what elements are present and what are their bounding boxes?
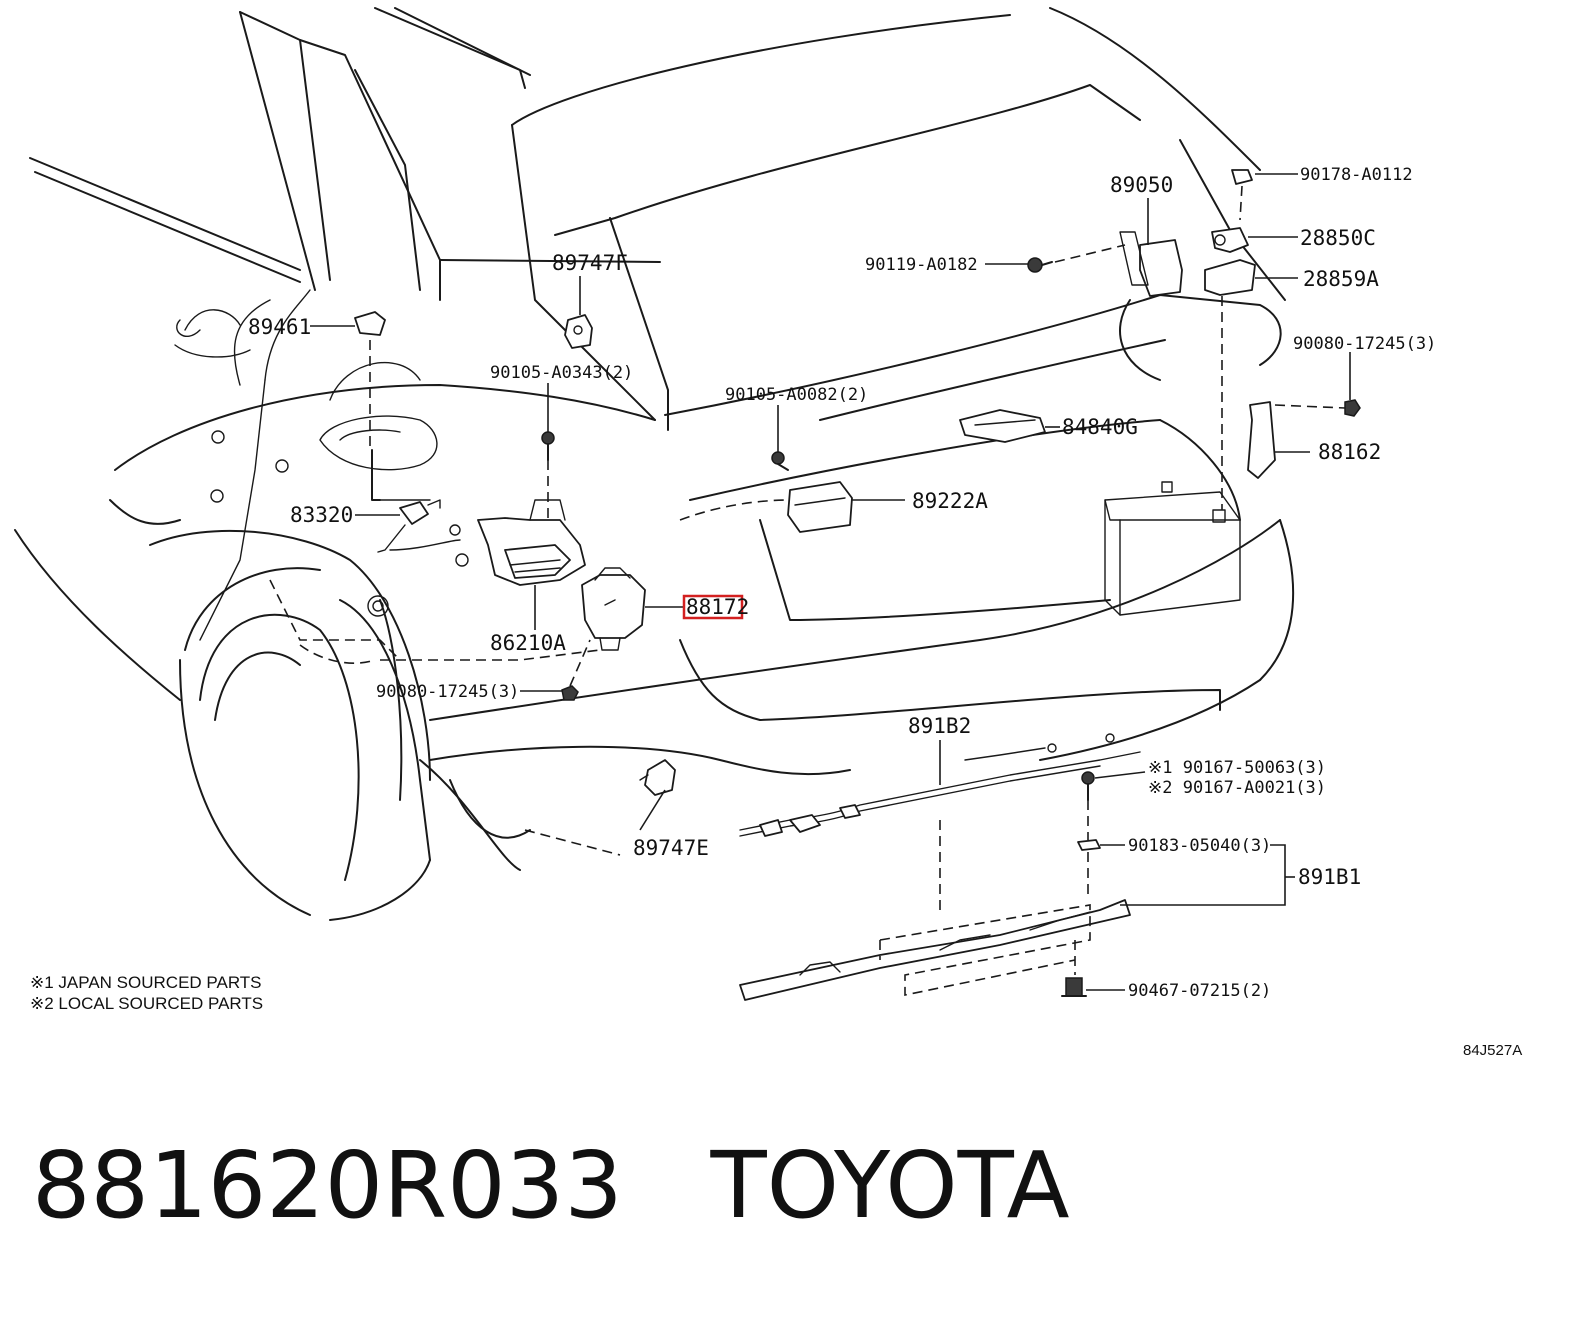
part-88172	[581, 567, 646, 651]
note-local-sourced: ※2 LOCAL SOURCED PARTS	[30, 994, 263, 1013]
label-83320: 83320	[290, 503, 353, 527]
label-90105-A0082: 90105-A0082(2)	[725, 385, 868, 405]
bolt-90119	[1027, 257, 1053, 273]
screw-90167	[1081, 771, 1095, 840]
part-88162	[1247, 399, 1361, 479]
notes: ※1 JAPAN SOURCED PARTS ※2 LOCAL SOURCED …	[30, 973, 1522, 1059]
label-90167-A0021: ※2 90167-A0021(3)	[1148, 778, 1326, 798]
parts	[354, 169, 1361, 1001]
part-86210A	[477, 499, 586, 586]
nut-90080-left	[561, 639, 591, 701]
diagram-code: 84J527A	[1463, 1042, 1522, 1059]
label-89461: 89461	[248, 315, 311, 339]
label-84840G: 84840G	[1062, 415, 1138, 439]
label-88172: 88172	[686, 595, 749, 619]
nut-90178	[1231, 169, 1253, 221]
part-28850C	[1211, 227, 1249, 253]
label-28859A: 28859A	[1303, 267, 1379, 291]
part-28859A	[1204, 259, 1256, 510]
part-89747F	[564, 276, 593, 349]
caption: 881620R033 TOYOTA	[32, 1140, 1070, 1232]
note-japan-sourced: ※1 JAPAN SOURCED PARTS	[30, 973, 262, 992]
caption-brand: TOYOTA	[710, 1132, 1070, 1239]
label-88162: 88162	[1318, 440, 1381, 464]
vehicle-body	[14, 7, 1295, 921]
part-891B2	[739, 733, 1141, 915]
part-89222A	[679, 481, 853, 533]
highlight-88172	[682, 594, 744, 620]
label-891B2: 891B2	[908, 714, 971, 738]
label-90080-left: 90080-17245(3)	[376, 682, 519, 702]
bolt-90105-A0343	[541, 431, 555, 520]
label-891B1: 891B1	[1298, 865, 1361, 889]
part-84840G	[959, 409, 1046, 443]
label-89747E: 89747E	[633, 836, 709, 860]
label-28850C: 28850C	[1300, 226, 1376, 250]
part-89747E	[639, 759, 676, 796]
label-90183: 90183-05040(3)	[1128, 836, 1271, 856]
label-89222A: 89222A	[912, 489, 988, 513]
label-90467: 90467-07215(2)	[1128, 981, 1271, 1001]
label-89747F: 89747F	[552, 251, 628, 275]
battery	[1104, 481, 1241, 616]
label-86210A: 86210A	[490, 631, 566, 655]
label-90105-A0343: 90105-A0343(2)	[490, 363, 633, 383]
label-89050: 89050	[1110, 173, 1173, 197]
part-891B1	[739, 899, 1131, 1001]
caption-part-number: 881620R033	[32, 1132, 623, 1239]
part-89461	[354, 311, 386, 501]
bolt-90105-A0082	[771, 451, 789, 471]
leader-lines	[310, 173, 1351, 991]
part-labels: 89461 89747F 90105-A0343(2) 90105-A0082(…	[248, 165, 1436, 1001]
bolt-90467	[1061, 940, 1087, 997]
part-89050	[1054, 231, 1183, 297]
label-90080-right: 90080-17245(3)	[1293, 334, 1436, 354]
label-90178: 90178-A0112	[1300, 165, 1413, 185]
label-90167-50063: ※1 90167-50063(3)	[1148, 758, 1326, 778]
clip-90183	[1077, 839, 1101, 900]
part-83320	[377, 499, 441, 553]
label-90119: 90119-A0182	[865, 255, 978, 275]
